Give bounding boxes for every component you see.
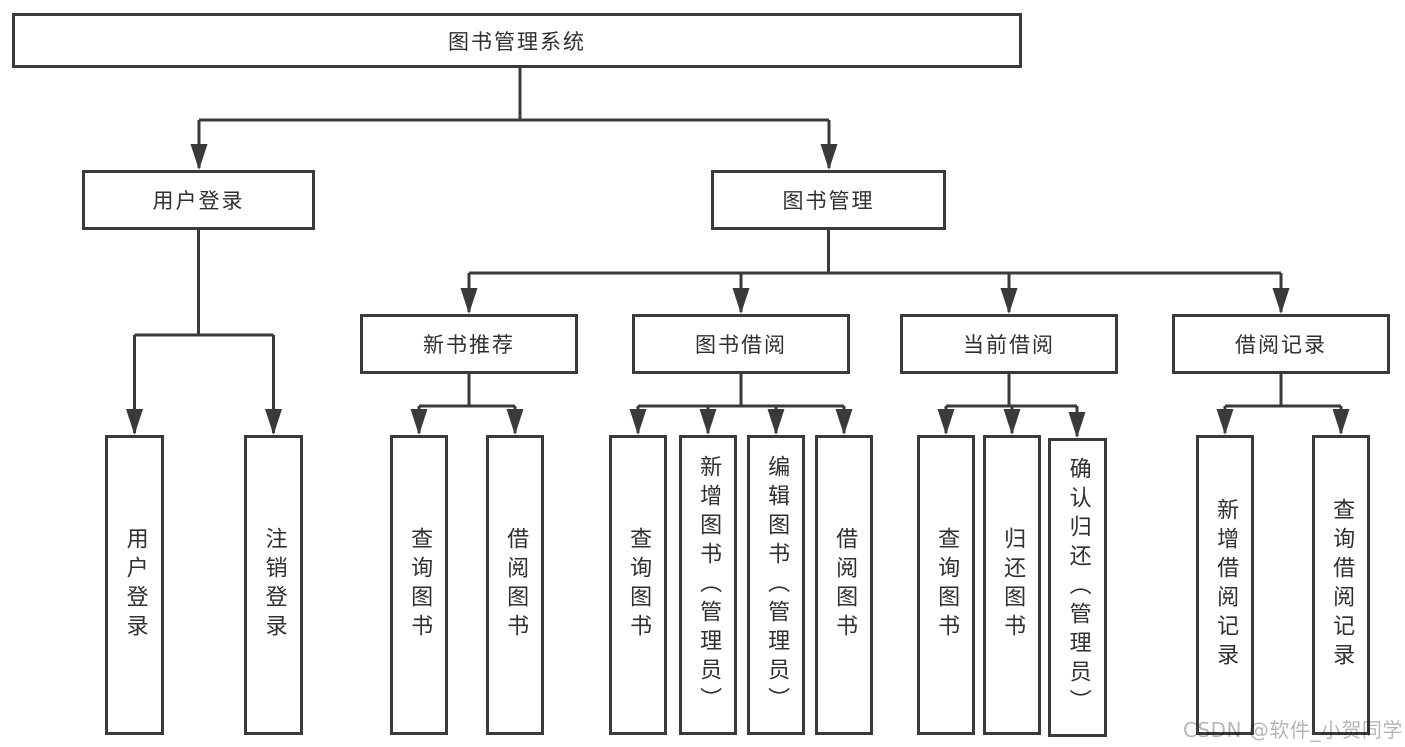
leaf-user-login: 用户登录 (105, 435, 164, 735)
leaf-borrow-books-recommend: 借阅图书 (486, 435, 544, 735)
node-label: 当前借阅 (963, 333, 1055, 357)
node-label: 借阅图书 (832, 527, 858, 643)
node-label: 查询图书 (934, 527, 960, 643)
connector-root (197, 68, 831, 168)
node-borrow-records: 借阅记录 (1172, 314, 1390, 374)
node-root-system: 图书管理系统 (12, 13, 1022, 68)
node-label: 新增图书（管理员） (696, 454, 722, 716)
node-user-login: 用户登录 (82, 170, 315, 230)
leaf-query-books-current: 查询图书 (917, 435, 975, 735)
node-label: 新书推荐 (423, 333, 515, 357)
leaf-query-books-borrow: 查询图书 (609, 435, 667, 735)
node-label: 借阅记录 (1235, 333, 1327, 357)
node-label: 借阅图书 (503, 527, 529, 643)
node-label: 查询图书 (407, 527, 433, 643)
leaf-edit-books-admin: 编辑图书（管理员） (747, 435, 805, 735)
leaf-confirm-return-admin: 确认归还（管理员） (1048, 438, 1107, 737)
leaf-query-borrow-record: 查询借阅记录 (1312, 435, 1370, 735)
node-label: 编辑图书（管理员） (764, 454, 790, 716)
arrowheads (126, 144, 1350, 438)
leaf-add-books-admin: 新增图书（管理员） (679, 435, 737, 735)
leaf-borrow-books: 借阅图书 (815, 435, 873, 735)
node-label: 用户登录 (152, 189, 245, 213)
node-label: 归还图书 (1000, 527, 1026, 643)
connector-new-book (417, 374, 517, 433)
node-label: 用户登录 (122, 527, 148, 643)
leaf-query-books-recommend: 查询图书 (390, 435, 448, 735)
node-label: 注销登录 (261, 527, 287, 643)
connector-book-management (467, 230, 1283, 312)
csdn-watermark: CSDN @软件_小贺同学 (1183, 718, 1403, 742)
node-label: 图书管理 (782, 189, 875, 213)
node-label: 新增借阅记录 (1213, 498, 1239, 672)
node-current-borrow: 当前借阅 (900, 314, 1118, 374)
node-book-borrow: 图书借阅 (632, 314, 850, 374)
node-label: 图书借阅 (695, 333, 787, 357)
connector-user-login (133, 230, 275, 433)
connector-book-borrow (636, 374, 846, 433)
node-new-book-recommend: 新书推荐 (360, 314, 578, 374)
node-label: 确认归还（管理员） (1065, 457, 1091, 718)
leaf-return-books: 归还图书 (983, 435, 1041, 735)
leaf-logout: 注销登录 (244, 435, 303, 735)
node-label: 查询图书 (626, 527, 652, 643)
leaf-add-borrow-record: 新增借阅记录 (1196, 435, 1254, 735)
node-label: 查询借阅记录 (1329, 498, 1355, 672)
connector-borrow-records (1223, 374, 1343, 433)
node-label: 图书管理系统 (448, 29, 586, 54)
node-book-management: 图书管理 (711, 170, 946, 230)
